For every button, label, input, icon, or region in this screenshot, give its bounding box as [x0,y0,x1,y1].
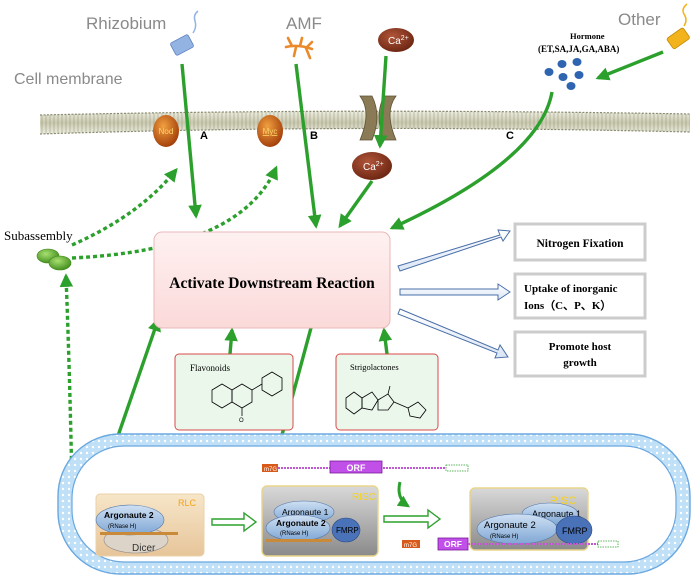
growth-line1: Promote host [549,341,612,353]
strigolactones-label: Strigolactones [350,362,399,372]
strigolactones-box: Strigolactones [335,353,439,431]
cell-membrane-label: Cell membrane [14,71,123,88]
mrna-bottom: m7G ORF [402,537,619,551]
orf-label-bottom: ORF [444,539,462,549]
label-b: B [310,130,318,142]
svg-text:O: O [239,418,244,424]
rhizobium-label: Rhizobium [86,14,166,33]
activate-label: Activate Downstream Reaction [169,275,375,292]
rnase-risc2-label: (RNase H) [490,534,518,540]
rlc-to-risc-arrow [211,511,258,533]
m7g-label-top: m7G [264,467,277,473]
flavonoid-structure-icon: O [211,371,283,424]
fmrp-risc2-label: FMRP [562,526,588,536]
other-label: Other [618,10,661,29]
argonaute1-risc2-label: Argonaute 1 [532,509,581,519]
argonaute1-risc1-label: Argonaute 1 [282,507,329,517]
uptake-line1: Uptake of inorganic [524,283,618,295]
flavonoids-label: Flavonoids [190,363,231,373]
calcium-inner-label: Ca2+ [363,161,384,173]
rna-strand-rlc [100,532,178,535]
nitrogen-label: Nitrogen Fixation [537,238,625,250]
orf-label-top: ORF [347,463,367,473]
argonaute2-rlc-label: Argonaute 2 [104,510,154,520]
flavonoids-box: Flavonoids O [174,353,294,431]
rlc-label: RLC [178,498,197,508]
rlc-complex: RLC Dicer Argonaute 2 (RNase H) [95,493,205,557]
calcium-top-label: Ca2+ [388,35,409,47]
amf-icon [284,36,314,60]
label-a: A [200,130,208,142]
uptake-line2: Ions（C、P、K） [524,299,611,312]
other-icon [666,3,690,50]
outcome-arrows [397,229,511,359]
outcome-nitrogen: Nitrogen Fixation [513,222,647,262]
hormone-list: (ET,SA,JA,GA,ABA) [538,44,619,54]
calcium-inner-icon [352,152,392,180]
fmrp-risc1-label: FMRP [336,526,359,535]
calcium-top-icon [378,28,414,52]
nod-receptor-icon [153,115,179,147]
subassembly-icon-2 [48,255,72,271]
risc-complex-1: RISC Argonaute 1 Argonaute 2 (RNase H) F… [261,485,379,557]
strigolactone-structure-icon [345,385,427,419]
growth-line2: growth [563,357,596,369]
outcome-uptake: Uptake of inorganic Ions（C、P、K） [513,272,647,320]
m7g-label-bottom: m7G [404,543,417,549]
activate-box [153,231,391,329]
myc-receptor-icon [257,115,283,147]
mrna-top: m7G ORF [262,460,469,474]
rhizobium-icon [170,10,199,56]
rnase-rlc-label: (RNase H) [108,524,136,530]
label-c: C [506,130,514,142]
risc-label-1: RISC [352,492,376,503]
outcome-growth: Promote host growth [513,330,647,378]
myc-label: Myc [263,127,278,136]
hormone-molecules-icon [544,58,584,90]
argonaute2-risc1-label: Argonaute 2 [276,518,326,528]
dicer-label: Dicer [132,543,156,554]
dotted-arrows [59,165,278,489]
nod-label: Nod [159,127,174,136]
risc-complex-2: RISC Argonaute 1 Argonaute 2 (RNase H) F… [469,487,593,551]
argonaute2-risc2-label: Argonaute 2 [484,520,536,531]
amf-label: AMF [286,14,322,33]
hormone-title: Hormone [570,31,605,41]
subassembly-label: Subassembly [4,228,73,243]
rnase-risc1-label: (RNase H) [280,531,308,537]
risc-to-risc-arrow [383,481,442,530]
